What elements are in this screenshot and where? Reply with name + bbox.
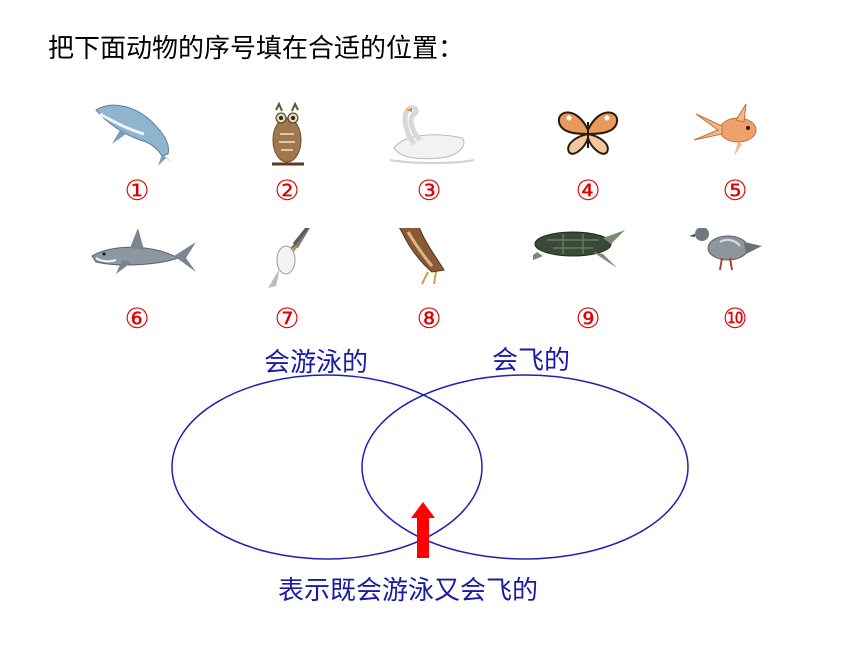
owl-icon [272,101,304,166]
animal-number: ① [124,174,150,207]
animal-number: ⑤ [722,174,748,207]
animal-number: ⑩ [722,302,748,335]
instruction-title: 把下面动物的序号填在合适的位置： [48,34,465,64]
intersection-caption: 表示既会游泳又会飞的 [278,576,539,606]
animal-number: ② [274,174,300,207]
butterfly-icon [557,111,619,155]
flying-set-label: 会飞的 [492,346,571,376]
animal-card-10[interactable]: ⑩ [680,228,790,368]
hawk-icon [399,228,445,285]
animal-card-8[interactable]: ⑧ [374,228,484,368]
gull-icon [268,228,310,288]
intersection-arrow [411,502,435,558]
whale-icon [95,104,174,166]
shark-icon [91,228,196,274]
swimming-set-label: 会游泳的 [264,348,369,378]
animal-number: ⑧ [416,302,442,335]
animal-card-6[interactable]: ⑥ [82,228,196,368]
animal-card-2[interactable]: ② [232,100,342,240]
pigeon-icon [689,228,762,271]
animal-number: ③ [416,174,442,207]
flying-set-circle[interactable] [361,374,689,560]
flying-fish-icon [693,103,757,156]
turtle-icon [533,230,625,268]
swimming-set-circle[interactable] [171,374,483,560]
animal-card-3[interactable]: ③ [374,100,484,240]
animal-number: ⑦ [274,302,300,335]
animal-card-5[interactable]: ⑤ [680,100,790,240]
animal-number: ⑥ [124,302,150,335]
animal-card-4[interactable]: ④ [533,100,643,240]
animal-card-1[interactable]: ① [82,100,192,240]
animal-number: ④ [575,174,601,207]
animal-card-9[interactable]: ⑨ [533,228,643,368]
animal-card-7[interactable]: ⑦ [232,228,342,368]
animal-number: ⑨ [575,302,601,335]
swan-icon [389,105,475,164]
